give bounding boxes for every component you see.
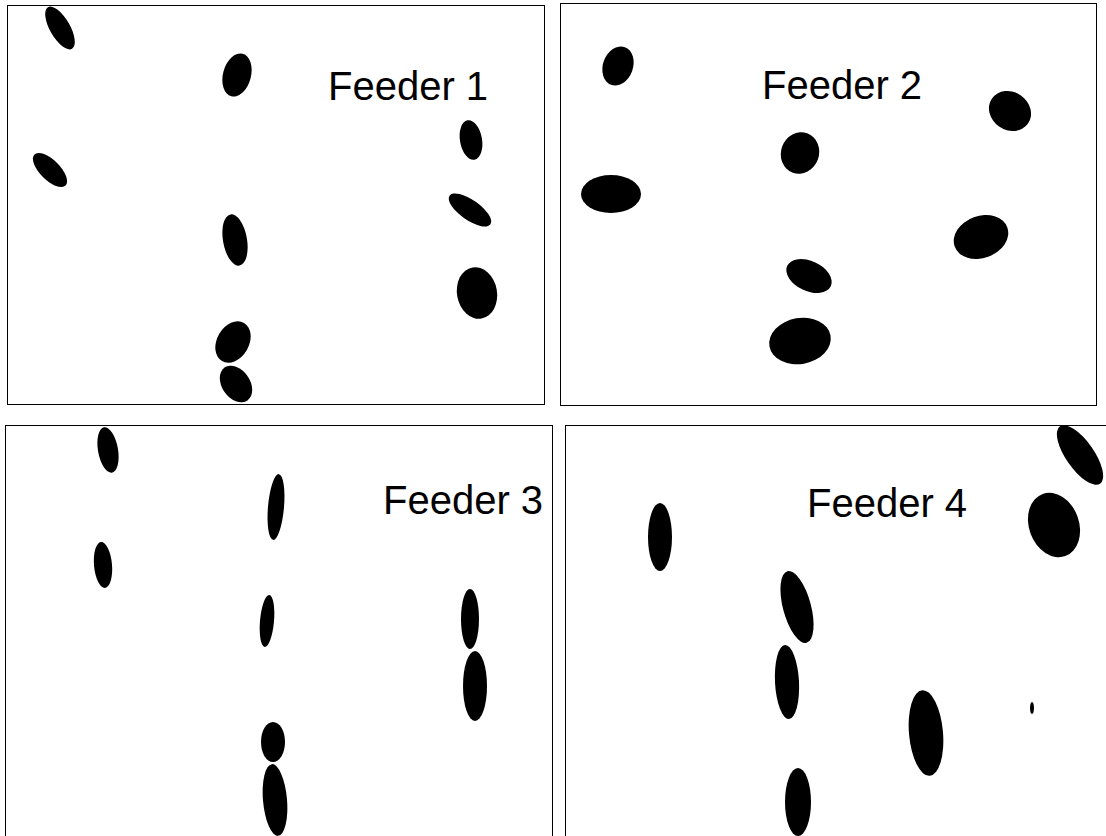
feeder-panel: Feeder 1 xyxy=(7,5,545,405)
feeder-label: Feeder 1 xyxy=(328,66,488,106)
feeder-panel: Feeder 2 xyxy=(560,3,1097,406)
feeder-label: Feeder 3 xyxy=(383,480,543,520)
seeds-feeder-1 xyxy=(27,2,501,408)
feeder-label: Feeder 2 xyxy=(762,65,922,105)
feeder-panel: Feeder 3 xyxy=(5,425,553,836)
feeder-panel: Feeder 4 xyxy=(565,425,1106,836)
seeds-feeder-2 xyxy=(581,42,1039,369)
seeds-feeder-4 xyxy=(648,418,1106,836)
feeder-label: Feeder 4 xyxy=(807,483,967,523)
